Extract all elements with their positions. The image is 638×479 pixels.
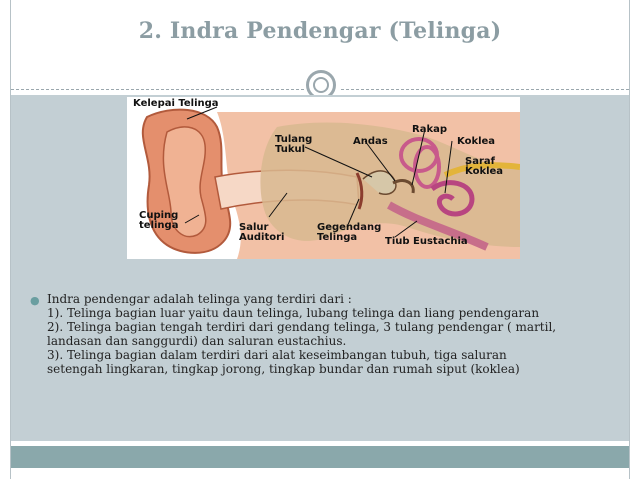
ear-diagram: Kelepai Telinga Tulang Tukul Andas Rakap… <box>127 97 520 259</box>
label-rakap: Rakap <box>412 124 448 135</box>
ear-illustration <box>141 106 520 259</box>
label-kelepai-telinga: Kelepai Telinga <box>133 98 219 109</box>
footer-bar <box>11 446 629 468</box>
slide-title: 2. Indra Pendengar (Telinga) <box>138 18 502 44</box>
slide: 2. Indra Pendengar (Telinga) <box>10 0 630 479</box>
bullet-line: Indra pendengar adalah telinga yang terd… <box>47 292 352 306</box>
title-divider-left <box>11 89 304 90</box>
title-divider-right <box>341 89 629 90</box>
bullet-line: 3). Telinga bagian dalam terdiri dari al… <box>47 348 507 362</box>
label-cuping-telinga: Cuping telinga <box>139 210 179 231</box>
label-gegendang-telinga: Gegendang Telinga <box>317 222 382 243</box>
bullet-line: setengah lingkaran, tingkap jorong, ting… <box>47 362 520 376</box>
bullet-line: 2). Telinga bagian tengah terdiri dari g… <box>47 320 557 334</box>
bullet-line: 1). Telinga bagian luar yaitu daun telin… <box>47 306 540 320</box>
bullet-icon: ● <box>30 294 40 307</box>
bullet-text: Indra pendengar adalah telinga yang terd… <box>47 292 607 376</box>
label-salur-auditori: Salur Auditori <box>239 222 285 243</box>
bullet-line: landasan dan sanggurdi) dan saluran eust… <box>47 334 347 348</box>
label-andas: Andas <box>353 136 388 147</box>
label-tiub-eustachia: Tiub Eustachia <box>385 236 468 247</box>
ring-ornament-inner <box>313 77 329 93</box>
label-koklea: Koklea <box>457 136 496 147</box>
label-tulang-tukul: Tulang Tukul <box>275 134 313 155</box>
label-saraf-koklea: Saraf Koklea <box>465 156 504 177</box>
